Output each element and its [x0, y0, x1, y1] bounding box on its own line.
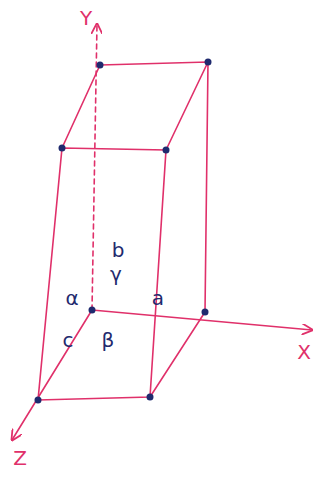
- axis-label: Z: [13, 448, 27, 468]
- vertex-dot: [202, 309, 209, 316]
- vertex-dot: [35, 397, 42, 404]
- z-axis: [12, 310, 92, 440]
- edge-label: b: [112, 240, 125, 260]
- vertex-dot: [205, 59, 212, 66]
- vertex-dot: [89, 307, 96, 314]
- bottom-edge: [150, 312, 205, 397]
- angle-label: β: [102, 330, 115, 350]
- edge-label: c: [63, 330, 74, 350]
- angle-label: γ: [110, 264, 122, 284]
- vertex-dot: [97, 62, 104, 69]
- edge-label: a: [152, 288, 164, 308]
- back-edges: [100, 62, 208, 312]
- vertex-dot: [59, 145, 66, 152]
- vertex-dot: [147, 394, 154, 401]
- angle-label: α: [65, 288, 78, 308]
- axis-label: Y: [80, 8, 92, 28]
- top-edge: [166, 62, 208, 150]
- vertex-dot: [163, 147, 170, 154]
- axis-label: X: [297, 342, 311, 362]
- top-edge: [62, 65, 100, 148]
- y-axis: [92, 24, 97, 310]
- front-face: [38, 148, 166, 400]
